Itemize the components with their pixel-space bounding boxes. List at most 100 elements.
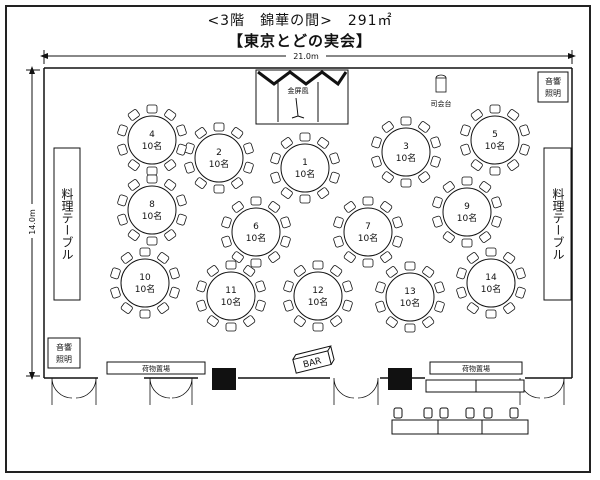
chair bbox=[460, 143, 471, 156]
chair bbox=[243, 265, 256, 277]
table-number: 6 bbox=[253, 222, 259, 232]
chair bbox=[343, 201, 356, 213]
chair bbox=[434, 281, 445, 294]
chair bbox=[375, 300, 386, 313]
table-capacity: 10名 bbox=[295, 168, 315, 180]
chair bbox=[312, 322, 324, 332]
chair bbox=[430, 136, 441, 149]
chair bbox=[196, 299, 207, 312]
chair bbox=[456, 286, 467, 299]
podium-label: 司会台 bbox=[431, 99, 452, 108]
svg-text:音響: 音響 bbox=[56, 342, 72, 352]
table-number: 4 bbox=[149, 130, 155, 140]
chair bbox=[176, 194, 187, 207]
chair bbox=[206, 265, 219, 277]
chair bbox=[206, 315, 219, 327]
buffet-table-left: 料理テーブル bbox=[53, 147, 81, 301]
chair bbox=[392, 216, 403, 229]
table-top bbox=[470, 115, 520, 165]
round-tables: 110名210名310名410名510名610名710名810名910名1010… bbox=[110, 104, 530, 333]
chair bbox=[317, 137, 330, 149]
table-top bbox=[466, 258, 516, 308]
chair bbox=[507, 109, 520, 121]
chair bbox=[485, 247, 497, 257]
table-number: 5 bbox=[492, 130, 498, 140]
chair bbox=[194, 177, 207, 189]
chair bbox=[333, 216, 344, 229]
chair bbox=[362, 196, 374, 206]
table-capacity: 10名 bbox=[135, 283, 155, 295]
chair bbox=[400, 178, 412, 188]
chair bbox=[231, 127, 244, 139]
chair bbox=[176, 213, 187, 226]
table-number: 3 bbox=[403, 142, 409, 152]
chair bbox=[250, 196, 262, 206]
chair bbox=[221, 235, 232, 248]
table-capacity: 10名 bbox=[246, 232, 266, 244]
chair bbox=[164, 109, 177, 121]
chair bbox=[299, 194, 311, 204]
svg-text:BAR: BAR bbox=[302, 356, 322, 370]
chair bbox=[479, 231, 492, 243]
chair bbox=[157, 302, 170, 314]
chair bbox=[194, 127, 207, 139]
luggage-area-right: 荷物置場 bbox=[429, 361, 523, 375]
chair bbox=[213, 184, 225, 194]
chair bbox=[432, 215, 443, 228]
chair bbox=[333, 235, 344, 248]
table-capacity: 10名 bbox=[481, 283, 501, 295]
table-top bbox=[343, 207, 393, 257]
chair bbox=[231, 201, 244, 213]
chair bbox=[385, 266, 398, 278]
luggage-area-left: 荷物置場 bbox=[106, 361, 206, 375]
chair bbox=[127, 179, 140, 191]
table-capacity: 10名 bbox=[209, 158, 229, 170]
chair bbox=[422, 266, 435, 278]
chair bbox=[380, 201, 393, 213]
chair bbox=[293, 315, 306, 327]
chair bbox=[250, 258, 262, 268]
chair bbox=[117, 143, 128, 156]
chair bbox=[283, 280, 294, 293]
sound-lighting-bottom-left: 音響 照明 bbox=[47, 337, 81, 369]
chair bbox=[507, 159, 520, 171]
chair bbox=[280, 137, 293, 149]
width-dimension: 21.0m bbox=[40, 50, 576, 64]
table-top bbox=[381, 127, 431, 177]
chair bbox=[117, 124, 128, 137]
svg-text:音響: 音響 bbox=[545, 76, 561, 86]
chair bbox=[380, 251, 393, 263]
chair bbox=[213, 122, 225, 132]
chair bbox=[442, 231, 455, 243]
chair bbox=[120, 252, 133, 264]
chair bbox=[268, 201, 281, 213]
event-title: 【東京とどの実会】 bbox=[227, 32, 372, 50]
chair bbox=[375, 281, 386, 294]
podium: 司会台 bbox=[431, 74, 452, 108]
chair bbox=[127, 109, 140, 121]
chair bbox=[127, 229, 140, 241]
chair bbox=[461, 238, 473, 248]
chair bbox=[120, 302, 133, 314]
chair bbox=[385, 316, 398, 328]
table-top bbox=[127, 185, 177, 235]
table-capacity: 10名 bbox=[396, 152, 416, 164]
chair bbox=[434, 300, 445, 313]
svg-text:料理テーブル: 料理テーブル bbox=[60, 188, 74, 260]
chair bbox=[164, 159, 177, 171]
venue-title: <3階 錦華の間> 291㎡ bbox=[207, 13, 393, 29]
chair bbox=[243, 161, 254, 174]
chair bbox=[184, 161, 195, 174]
table-capacity: 10名 bbox=[400, 297, 420, 309]
svg-text:照明: 照明 bbox=[545, 89, 561, 98]
chair bbox=[139, 247, 151, 257]
chair bbox=[515, 286, 526, 299]
chair bbox=[196, 280, 207, 293]
